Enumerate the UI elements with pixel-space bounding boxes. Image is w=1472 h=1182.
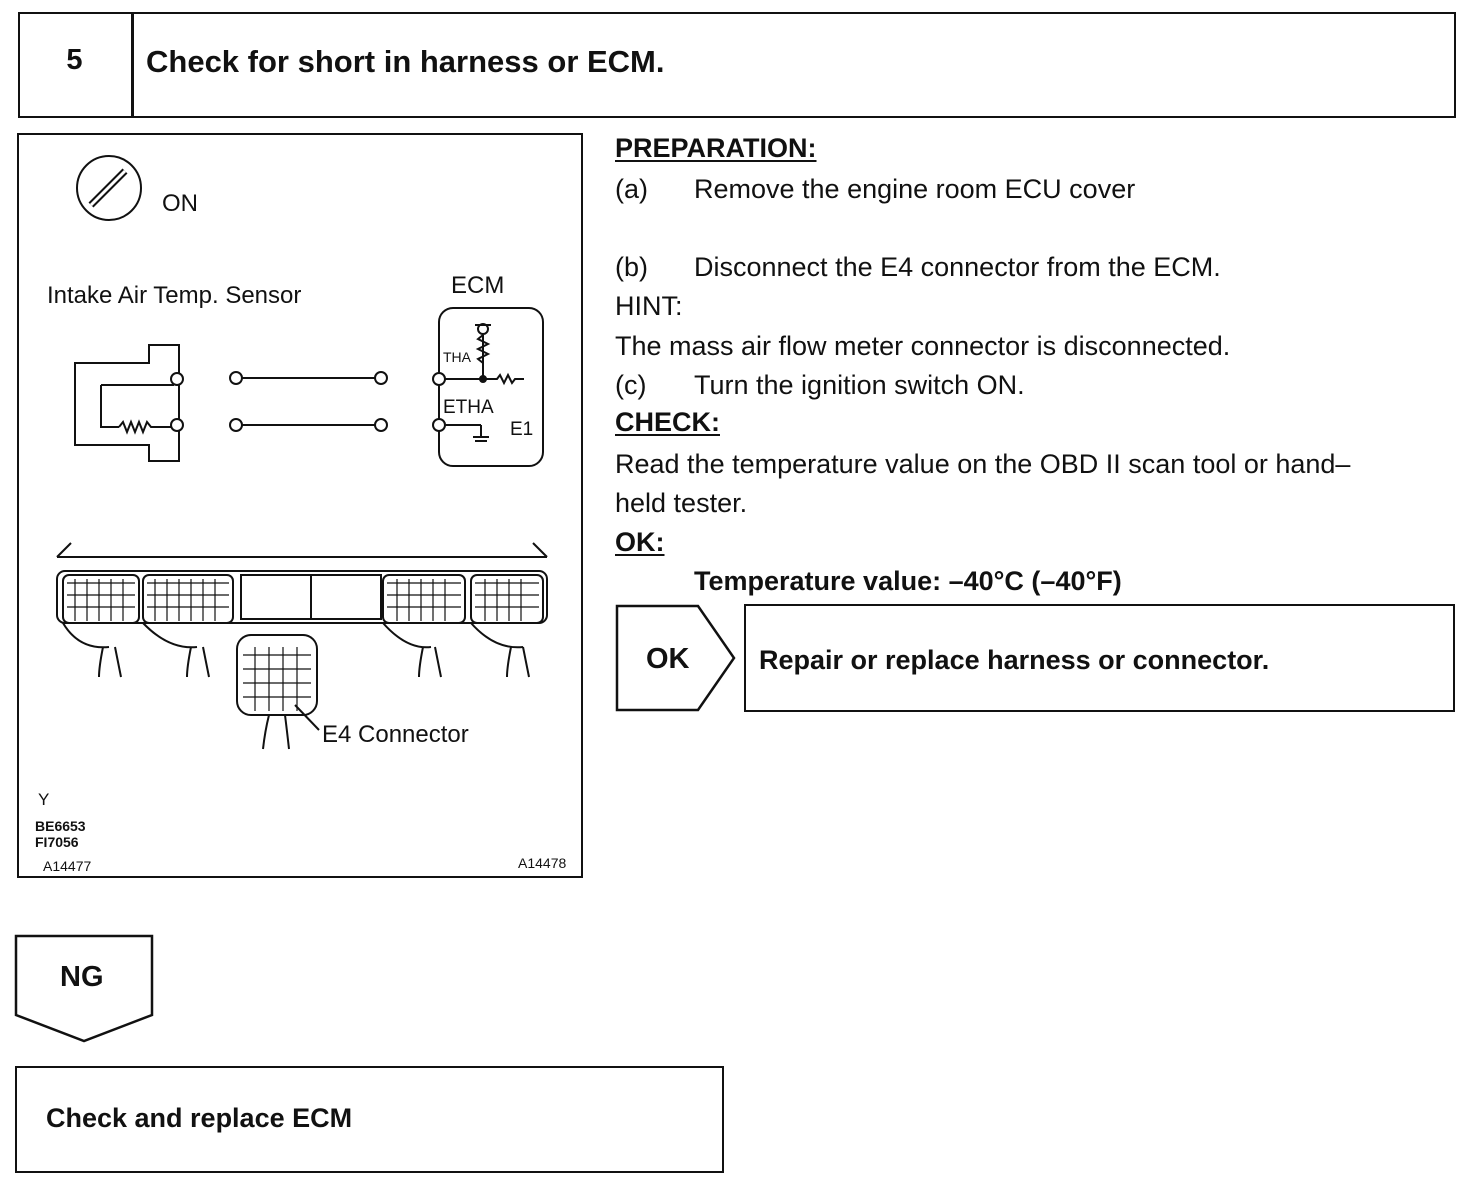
e4-connector (236, 634, 320, 750)
ok-action-box (744, 604, 1455, 712)
e4-connector-label: E4 Connector (322, 721, 469, 748)
ecm-box (432, 307, 544, 467)
ok-value: Temperature value: –40°C (–40°F) (694, 566, 1122, 596)
preparation-heading: PREPARATION: (615, 133, 817, 163)
ecm-label: ECM (451, 272, 505, 299)
sensor-connector-shape (74, 344, 184, 462)
ng-action-box (15, 1066, 724, 1173)
ignition-key-icon (76, 155, 142, 221)
ok-heading: OK: (615, 527, 665, 557)
step-number: 5 (66, 44, 83, 76)
ok-label: OK (646, 643, 690, 675)
e1-label: E1 (510, 419, 534, 440)
tha-label: THA (443, 349, 471, 365)
hint-heading: HINT: (615, 291, 683, 321)
ecm-connector-block (56, 542, 548, 678)
step-a-marker: (a) (615, 174, 648, 204)
check-heading: CHECK: (615, 407, 720, 437)
ok-arrow-shape (615, 604, 736, 712)
ignition-on-label: ON (162, 190, 198, 217)
code-fi: FI7056 (35, 834, 79, 850)
ng-action-text: Check and replace ECM (46, 1103, 353, 1133)
sensor-label: Intake Air Temp. Sensor (47, 282, 302, 309)
step-b-text: Disconnect the E4 connector from the ECM… (694, 252, 1221, 282)
step-b-marker: (b) (615, 252, 648, 282)
harness-wires (229, 371, 388, 432)
ok-action-text: Repair or replace harness or connector. (759, 645, 1270, 675)
step-c-marker: (c) (615, 370, 647, 400)
etha-label: ETHA (443, 397, 494, 418)
step-a-text: Remove the engine room ECU cover (694, 174, 1136, 204)
check-line-1: Read the temperature value on the OBD II… (615, 449, 1351, 479)
check-line-2: held tester. (615, 488, 748, 518)
ng-label: NG (60, 961, 104, 993)
step-title: Check for short in harness or ECM. (146, 44, 665, 79)
step-divider (131, 12, 134, 118)
code-be: BE6653 (35, 818, 86, 834)
diagram-panel (17, 133, 583, 878)
step-header (18, 12, 1456, 118)
code-right: A14478 (518, 855, 567, 871)
ng-arrow-shape (14, 934, 154, 1043)
hint-text: The mass air flow meter connector is dis… (615, 331, 1231, 361)
wiring-diagram (56, 155, 548, 750)
code-left: A14477 (43, 858, 92, 874)
step-c-text: Turn the ignition switch ON. (694, 370, 1025, 400)
code-y: Y (38, 790, 50, 809)
